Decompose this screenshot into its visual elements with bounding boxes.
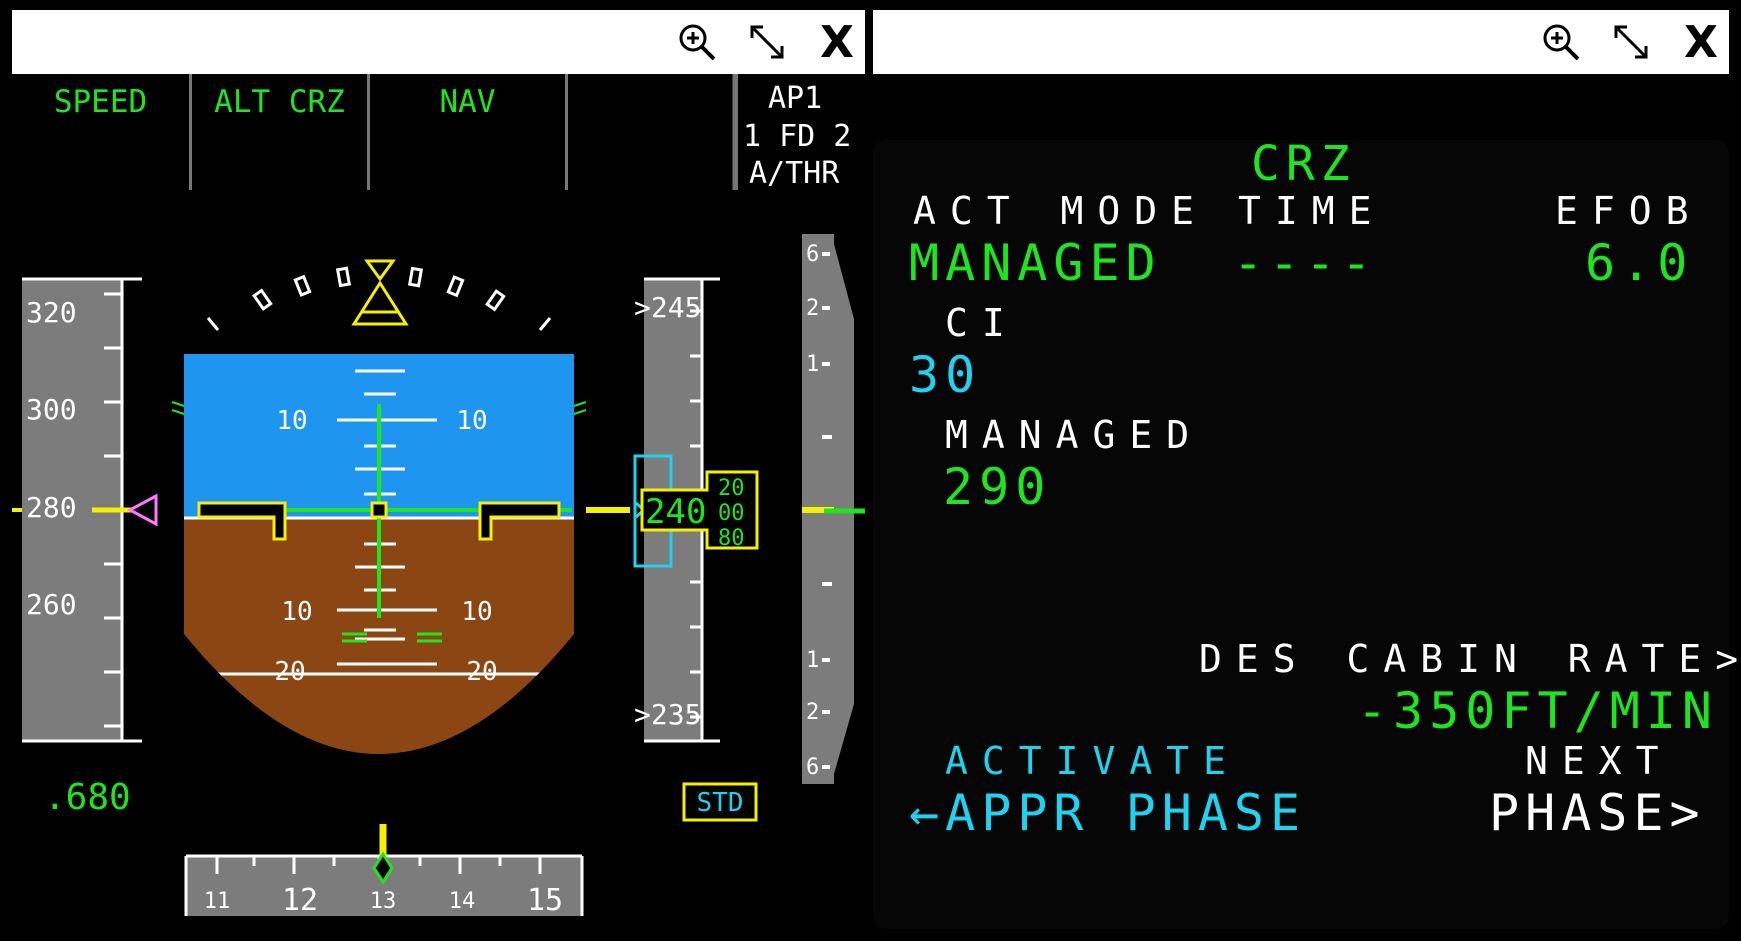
alt-lower-label: >235 xyxy=(634,698,701,731)
zoom-in-icon[interactable] xyxy=(675,20,719,64)
pitch-up-right: 10 xyxy=(456,406,487,436)
act-mode-label: ACT MODE xyxy=(913,189,1209,233)
vs-down-6: 6 xyxy=(806,755,819,780)
pitch-down-20-left: 20 xyxy=(274,657,305,687)
fma-vertical: ALT CRZ xyxy=(192,74,370,190)
alt-upper-label: >245 xyxy=(634,291,701,324)
managed-label: MANAGED xyxy=(945,413,1204,457)
roll-index-icon xyxy=(364,259,396,282)
next-phase[interactable]: PHASE> xyxy=(1489,784,1706,842)
track-diamond-icon xyxy=(372,851,394,885)
heading-15: 15 xyxy=(527,883,563,918)
fma-lateral: NAV xyxy=(370,74,568,190)
expand-icon[interactable] xyxy=(745,20,789,64)
fma-blank xyxy=(568,74,738,190)
efob-value[interactable]: 6.0 xyxy=(1585,234,1694,292)
fma-speed-text: SPEED xyxy=(53,84,148,120)
attitude-indicator xyxy=(184,354,574,754)
speed-280: 280 xyxy=(26,491,77,524)
alt-current: 240 xyxy=(645,492,706,532)
vs-down-1: 1 xyxy=(806,648,819,673)
vs-up-2: 2 xyxy=(806,296,819,321)
speed-300: 300 xyxy=(26,393,77,426)
pfd-graphics: 10 10 10 10 20 20 xyxy=(12,74,865,918)
des-cabin-rate-value[interactable]: -350FT/MIN xyxy=(1357,682,1719,740)
alt-readout xyxy=(640,470,759,550)
heading-13: 13 xyxy=(370,889,397,914)
zoom-in-icon[interactable] xyxy=(1539,20,1583,64)
heading-12: 12 xyxy=(282,883,318,918)
aircraft-symbol xyxy=(197,501,561,541)
sky-pointer-icon xyxy=(351,280,409,326)
time-label: TIME xyxy=(1238,189,1386,233)
pitch-up-left: 10 xyxy=(276,406,307,436)
pfd-window: X SPEED ALT CRZ NAV AP1 1 FD 2 A/THR xyxy=(12,10,865,933)
managed-speed-value[interactable]: 290 xyxy=(943,458,1052,516)
heading-11: 11 xyxy=(204,889,231,914)
baro-box xyxy=(682,782,758,822)
fma-vertical-text: ALT CRZ xyxy=(214,84,345,120)
baro-std: STD xyxy=(697,788,744,818)
expand-icon[interactable] xyxy=(1609,20,1653,64)
alt-roll-1: 20 xyxy=(718,476,745,501)
vs-up-1: 1 xyxy=(806,352,819,377)
fma-ap: AP1 xyxy=(768,81,823,116)
mach-readout: .680 xyxy=(44,777,131,818)
des-cabin-rate-label: DES CABIN RATE> xyxy=(1199,637,1741,681)
pfd-screen: SPEED ALT CRZ NAV AP1 1 FD 2 A/THR xyxy=(12,74,865,933)
fma-fd: 1 FD 2 xyxy=(743,119,852,154)
act-mode-value[interactable]: MANAGED xyxy=(909,234,1162,292)
pitch-down-left: 10 xyxy=(281,597,312,627)
bank-limit-marks xyxy=(171,401,587,415)
alt-roll-3: 80 xyxy=(718,526,745,551)
mcdu-titlebar: X xyxy=(873,10,1729,74)
fma-speed: SPEED xyxy=(12,74,192,190)
next-label: NEXT xyxy=(1525,739,1673,783)
speed-260: 260 xyxy=(26,588,77,621)
speed-target-icon xyxy=(126,493,158,527)
close-icon[interactable]: X xyxy=(1684,16,1718,68)
time-value: ---- xyxy=(1233,234,1378,292)
ci-label: CI xyxy=(945,301,1019,345)
mcdu-screen: CRZ ACT MODE TIME EFOB MANAGED ---- 6.0 … xyxy=(873,136,1738,929)
alt-roll-2: 00 xyxy=(718,501,745,526)
pfd-titlebar: X xyxy=(12,10,865,74)
fma-athr: A/THR xyxy=(749,156,840,191)
pitch-down-right: 10 xyxy=(461,597,492,627)
vs-down-2: 2 xyxy=(806,700,819,725)
activate-appr-phase[interactable]: ←APPR PHASE xyxy=(909,784,1307,842)
speed-320: 320 xyxy=(26,296,77,329)
activate-label: ACTIVATE xyxy=(945,739,1241,783)
vs-up-6: 6 xyxy=(806,242,819,267)
heading-14: 14 xyxy=(449,889,476,914)
efob-label: EFOB xyxy=(1555,189,1703,233)
roll-ticks xyxy=(206,266,552,331)
fma-lateral-text: NAV xyxy=(439,84,496,120)
pitch-down-20-right: 20 xyxy=(466,657,497,687)
close-icon[interactable]: X xyxy=(820,16,854,68)
mcdu-window: X CRZ ACT MODE TIME EFOB MANAGED ---- 6.… xyxy=(873,0,1741,941)
ci-value[interactable]: 30 xyxy=(909,346,982,404)
page-title: CRZ xyxy=(1251,136,1356,192)
